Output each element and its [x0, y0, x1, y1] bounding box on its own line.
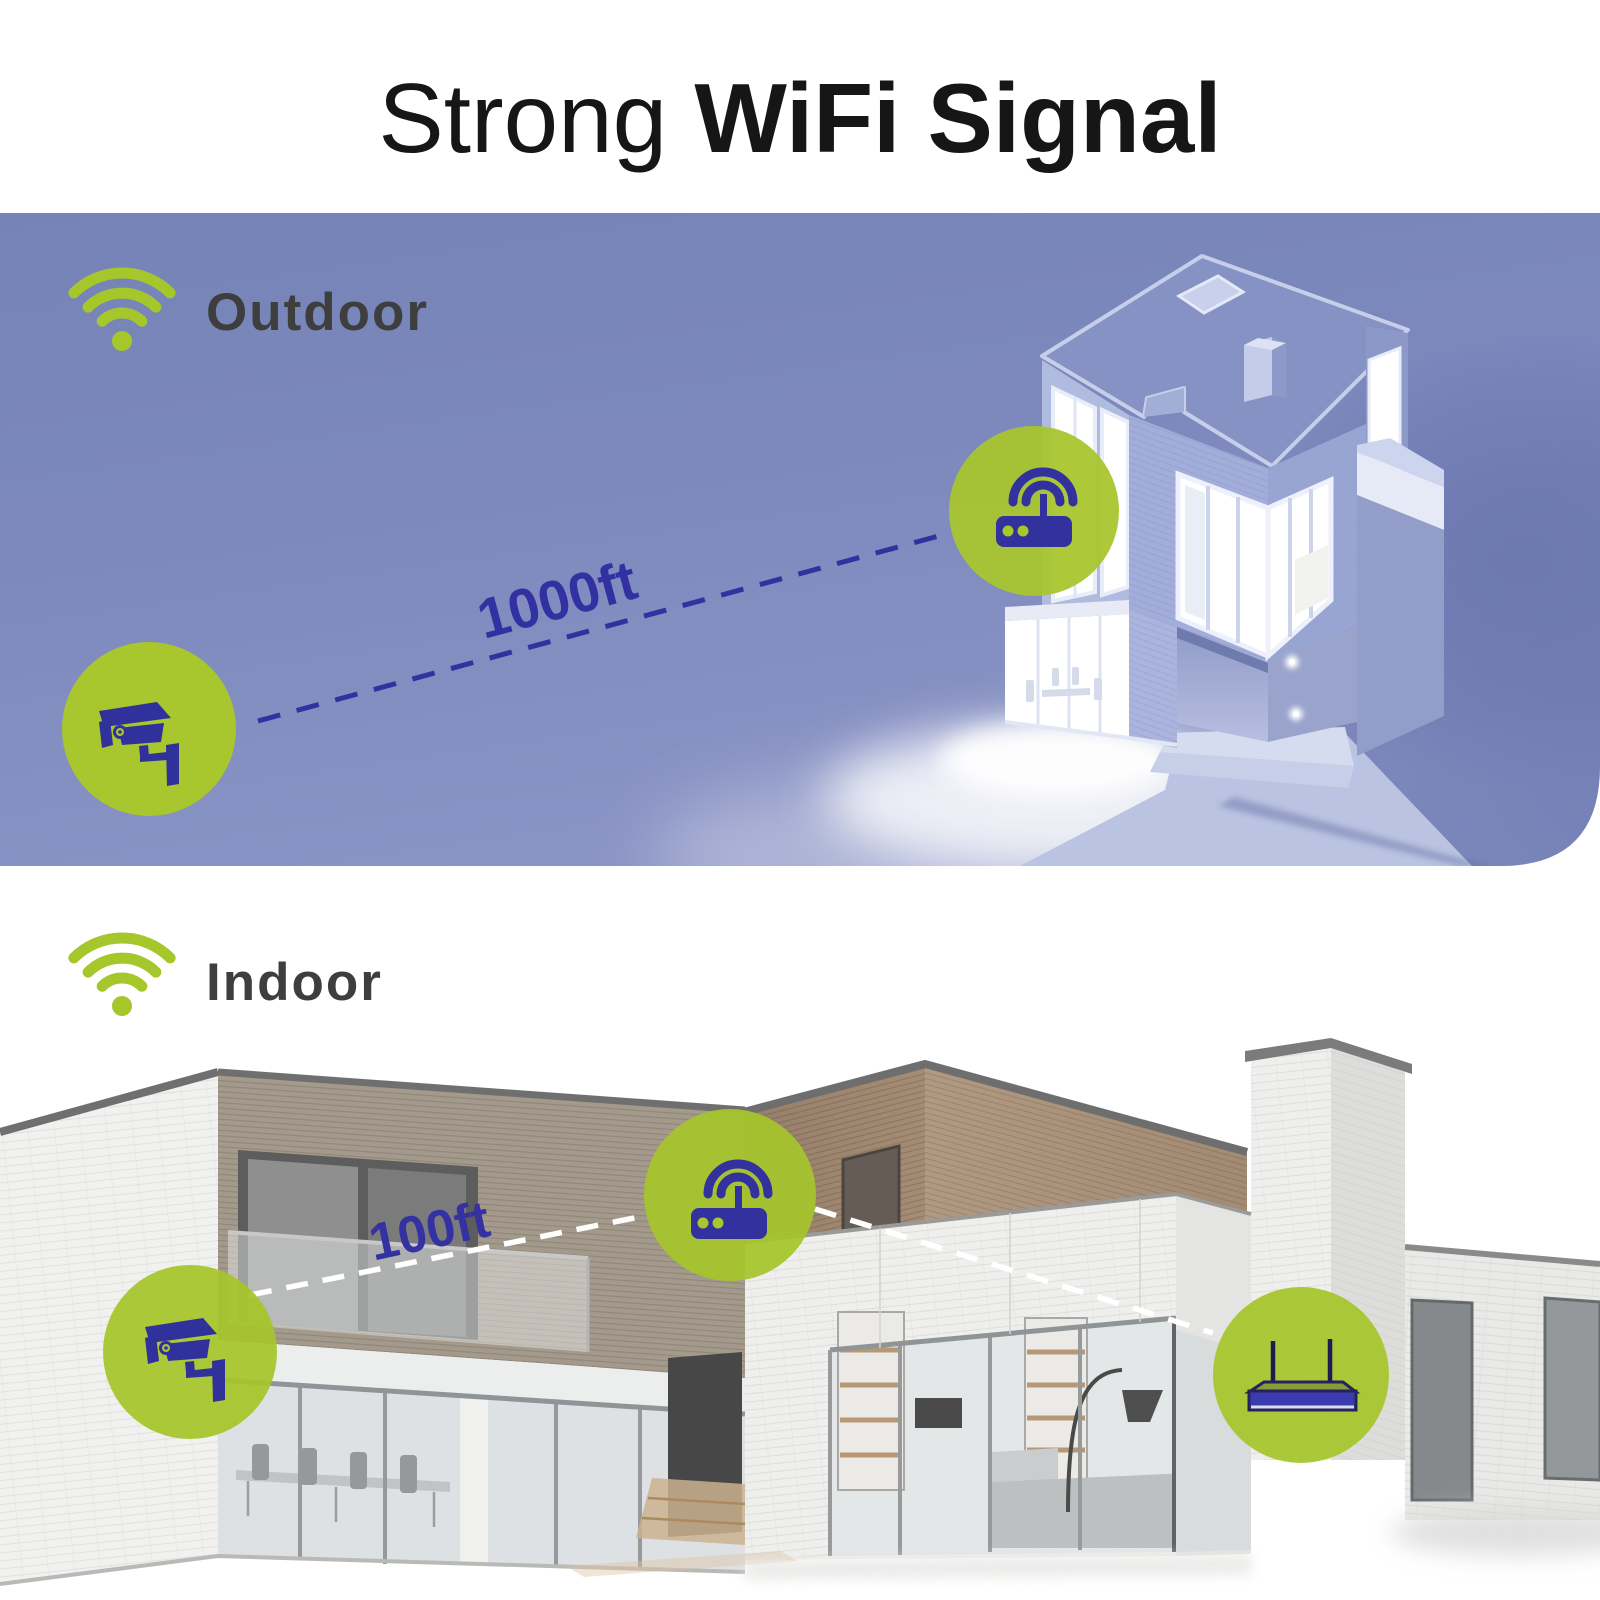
svg-text:Indoor: Indoor [206, 953, 383, 1012]
svg-text:Outdoor: Outdoor [206, 283, 429, 342]
svg-text:Strong WiFi Signal: Strong WiFi Signal [378, 63, 1221, 173]
